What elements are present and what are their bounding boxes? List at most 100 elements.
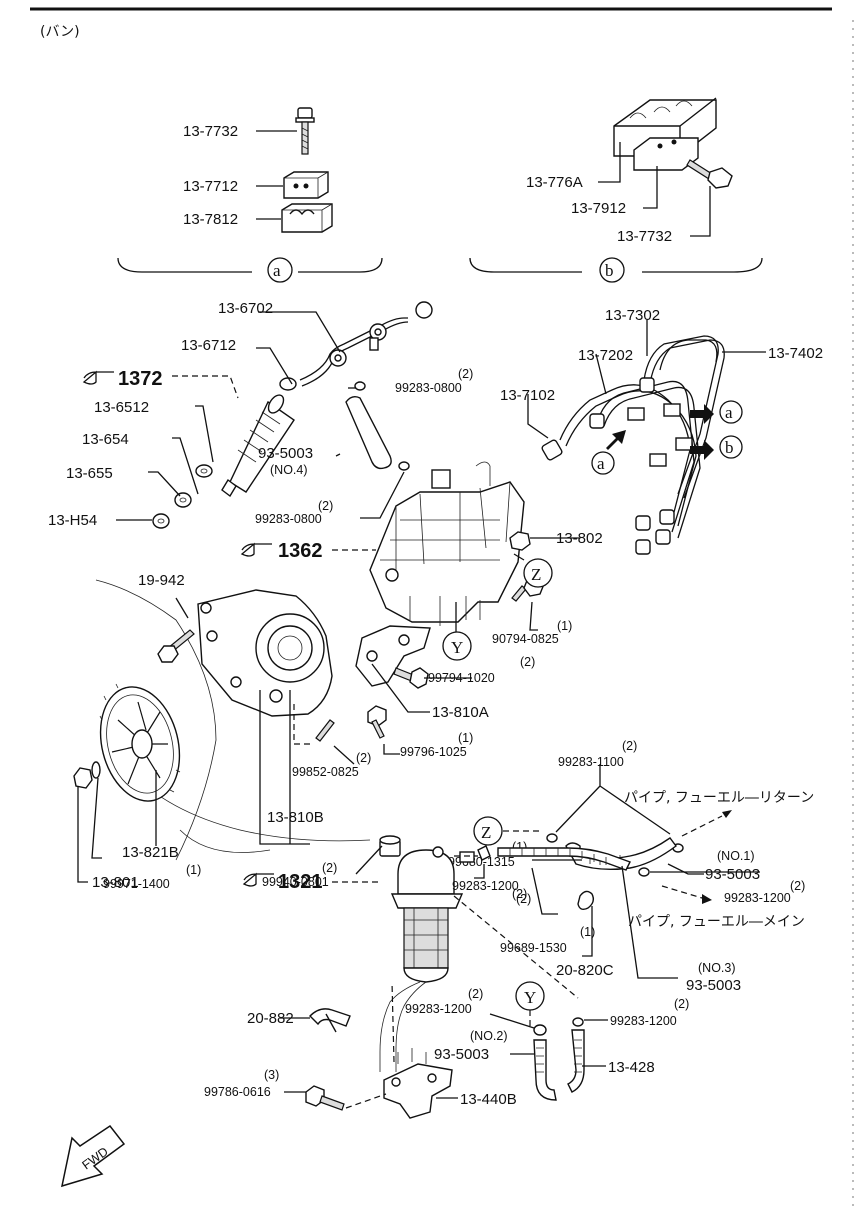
- nut-icon: [73, 767, 93, 789]
- label-19-942: 19-942: [138, 572, 185, 589]
- washer-icon: [91, 761, 101, 779]
- bolt-icon: [393, 667, 429, 689]
- qty-99796-1025: (1): [458, 731, 473, 745]
- label-13-776A: 13-776A: [526, 174, 583, 191]
- injection-pump-icon: [369, 461, 525, 626]
- arrow-icon: [722, 810, 732, 818]
- label-99940-0801: 99940-0801: [262, 875, 329, 889]
- fwd-arrow-icon: FWD: [61, 1124, 126, 1188]
- bolt-icon: [157, 629, 195, 663]
- label-13-7712: 13-7712: [183, 178, 238, 195]
- bolt-icon: [305, 1085, 345, 1111]
- label-99794-1020: 99794-1020: [428, 671, 495, 685]
- pump-bracket-icon: [355, 625, 431, 687]
- clip-icon: [533, 1017, 584, 1036]
- reference-1362: 1362: [240, 540, 323, 562]
- arrow-icon: [702, 894, 712, 904]
- label-13-H54: 13-H54: [48, 512, 97, 529]
- note-93-5003-no4: (NO.4): [270, 463, 308, 477]
- clamp-upper-icon: [283, 171, 329, 199]
- qty-99971-1400: (1): [186, 863, 201, 877]
- group-a-marker-right: [719, 400, 743, 424]
- svg-text:b: b: [725, 438, 734, 457]
- timing-pulley-icon: [99, 683, 181, 802]
- note-93-5003-no2: (NO.2): [470, 1029, 508, 1043]
- qty-99283-0800-low: (2): [318, 499, 333, 513]
- label-99283-0800-top: 99283-0800: [395, 381, 462, 395]
- arrow-icon: [690, 440, 714, 460]
- svg-text:1362: 1362: [278, 540, 323, 562]
- pointing-hand-icon: [242, 872, 274, 887]
- group-z-marker: [523, 558, 553, 588]
- label-99283-1200-b: 99283-1200: [724, 891, 791, 905]
- seal-icon: [152, 513, 170, 529]
- label-13-810B: 13-810B: [267, 809, 324, 826]
- label-13-7402: 13-7402: [768, 345, 823, 362]
- label-99283-1200-d: 99283-1200: [610, 1014, 677, 1028]
- label-99689-1530: 99689-1530: [500, 941, 567, 955]
- svg-text:Y: Y: [524, 988, 536, 1007]
- washer-icon: [195, 464, 213, 478]
- group-a-marker: [267, 257, 293, 283]
- svg-text:Y: Y: [451, 638, 463, 657]
- fuel-main-label: パイプ, フューエル―メイン: [628, 914, 805, 930]
- svg-text:1372: 1372: [118, 368, 163, 390]
- main-hose-icon: [497, 847, 631, 871]
- qty-99689-1530: (2): [516, 892, 531, 906]
- clamp-icon: [309, 1008, 351, 1033]
- clip-icon: [638, 867, 650, 877]
- group-b-marker: [599, 257, 625, 283]
- label-99852-0825: 99852-0825: [292, 765, 359, 779]
- nut-icon: [509, 531, 531, 551]
- label-99283-1200-c: 99283-1200: [405, 1002, 472, 1016]
- bolt-icon: [686, 159, 733, 189]
- qty-99852-0825: (2): [356, 751, 371, 765]
- label-13-6712: 13-6712: [181, 337, 236, 354]
- label-93-5003-no2: 93-5003: [434, 1046, 489, 1063]
- clamp-block-icon: [613, 97, 717, 171]
- pointing-hand-icon: [240, 542, 272, 557]
- label-13-7732-b: 13-7732: [617, 228, 672, 245]
- qty-99940-0801: (2): [322, 861, 337, 875]
- qty-99283-1200-c: (2): [468, 987, 483, 1001]
- group-z-marker-lower: [473, 816, 503, 846]
- pointing-hand-icon: [82, 370, 114, 385]
- group-b-brace: [469, 257, 763, 273]
- label-90794-0825: 90794-0825: [492, 632, 559, 646]
- label-13-6512: 13-6512: [94, 399, 149, 416]
- label-13-440B: 13-440B: [460, 1091, 517, 1108]
- pump-bracket-icon: [197, 589, 333, 717]
- label-13-7202: 13-7202: [578, 347, 633, 364]
- fuel-filter-icon: [379, 835, 475, 1072]
- label-99796-1025: 99796-1025: [400, 745, 467, 759]
- label-13-654: 13-654: [82, 431, 129, 448]
- svg-text:a: a: [273, 261, 281, 280]
- qty-99283-1100: (2): [622, 739, 637, 753]
- qty-99283-1200-b: (2): [790, 879, 805, 893]
- label-13-428: 13-428: [608, 1059, 655, 1076]
- qty-99786-0616: (3): [264, 1068, 279, 1082]
- hose-13-428-icon: [567, 1029, 585, 1093]
- arrow-icon: [690, 404, 714, 424]
- qty-99283-0800-top: (2): [458, 367, 473, 381]
- note-93-5003-no1: (NO.1): [717, 849, 755, 863]
- label-13-655: 13-655: [66, 465, 113, 482]
- label-13-6702: 13-6702: [218, 300, 273, 317]
- hose-clamp-icon: [577, 890, 595, 911]
- fuel-return-label: パイプ, フューエル―リターン: [624, 790, 814, 806]
- bolt-icon: [315, 719, 335, 742]
- label-13-7302: 13-7302: [605, 307, 660, 324]
- bolt-icon: [367, 705, 387, 739]
- clamp-lower-icon: [281, 203, 333, 233]
- label-20-882: 20-882: [247, 1010, 294, 1027]
- injection-pipes-icon: [541, 335, 725, 555]
- label-13-801: 13-801: [92, 874, 139, 891]
- svg-text:1321: 1321: [278, 871, 323, 893]
- label-93-5003-no3: 93-5003: [686, 977, 741, 994]
- qty-90794-0825: (1): [557, 619, 572, 633]
- bolt-icon: [295, 107, 315, 155]
- label-20-820C: 20-820C: [556, 962, 614, 979]
- svg-text:Z: Z: [481, 823, 491, 842]
- group-y-marker: [442, 631, 472, 661]
